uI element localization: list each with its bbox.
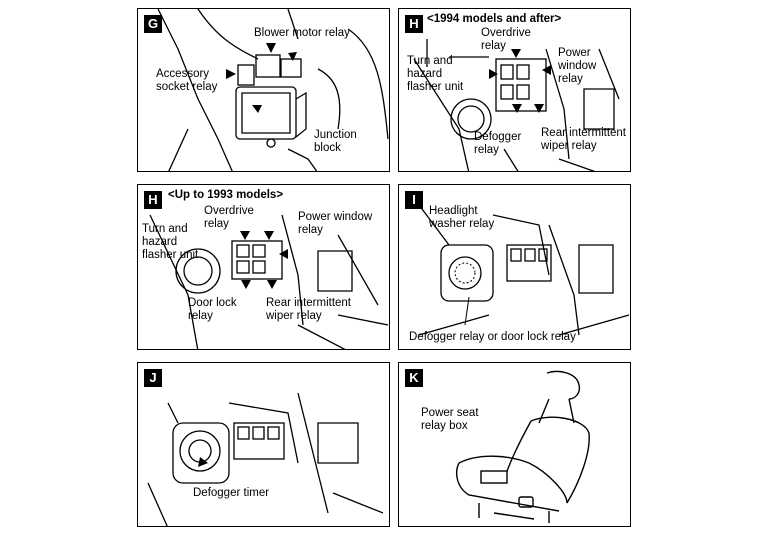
- power-seat-illustration: [456, 370, 590, 523]
- rear-intermittent-wiper-relay-label: Rear intermittent wiper relay: [266, 297, 352, 322]
- panel-header: <Up to 1993 models>: [168, 189, 284, 201]
- junction-block-label: Junction block: [314, 129, 357, 154]
- panel-badge: H: [144, 191, 162, 209]
- relay-bracket-illustration: [149, 214, 389, 349]
- defogger-relay-label: Defogger relay: [474, 131, 522, 156]
- overdrive-relay-label: Overdrive relay: [481, 27, 531, 52]
- headlight-washer-illustration: [418, 204, 630, 336]
- panel-badge: I: [405, 191, 423, 209]
- panel-badge: J: [144, 369, 162, 387]
- headlight-washer-relay-label: Headlight washer relay: [429, 205, 495, 230]
- panel-badge: H: [405, 15, 423, 33]
- power-window-relay-label: Power window relay: [298, 211, 373, 236]
- turn-hazard-flasher-label: Turn and hazard flasher unit: [142, 223, 199, 261]
- overdrive-relay-label: Overdrive relay: [204, 205, 254, 230]
- panel-i: I Headlight washer relay Defogger relay …: [398, 184, 631, 350]
- panel-k: K Power seat relay box: [398, 362, 631, 527]
- panel-badge: K: [405, 369, 423, 387]
- relay-bracket-illustration: [413, 39, 620, 171]
- panel-header: <1994 models and after>: [427, 13, 562, 25]
- defogger-timer-label: Defogger timer: [193, 487, 270, 499]
- accessory-socket-relay-label: Accessory socket relay: [156, 68, 218, 93]
- power-seat-relay-box-label: Power seat relay box: [421, 407, 479, 432]
- panel-badge: G: [144, 15, 162, 33]
- panel-h-1994: H <1994 models and after> Overdrive rela…: [398, 8, 631, 172]
- blower-motor-relay-label: Blower motor relay: [254, 27, 350, 39]
- door-lock-relay-label: Door lock relay: [188, 297, 237, 322]
- rear-intermittent-wiper-relay-label: Rear intermittent wiper relay: [541, 127, 627, 152]
- panel-j: J Defogger timer: [137, 362, 390, 527]
- power-window-relay-label: Power window relay: [558, 47, 597, 85]
- panel-g: G Blower motor relay Accessory socket re…: [137, 8, 390, 172]
- defogger-timer-illustration: [147, 392, 384, 526]
- junction-block-illustration: [157, 9, 389, 171]
- turn-hazard-flasher-label: Turn and hazard flasher unit: [407, 55, 464, 93]
- panel-h-1993: H <Up to 1993 models> Overdrive relay Po…: [137, 184, 390, 350]
- defogger-or-door-lock-relay-label: Defogger relay or door lock relay: [409, 331, 576, 343]
